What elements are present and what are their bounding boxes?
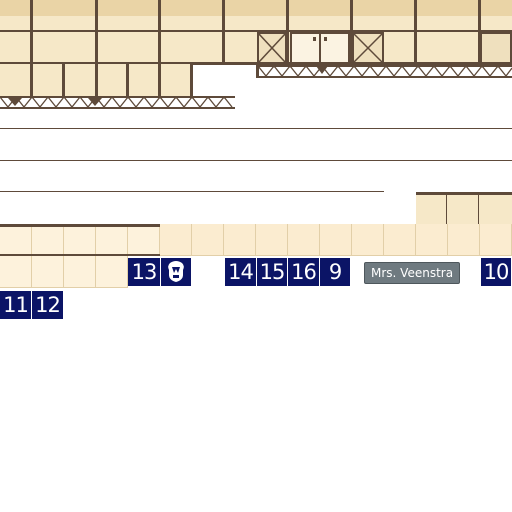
floor-tile: [224, 224, 256, 256]
crate: [352, 32, 384, 64]
floor-tile: [0, 227, 32, 256]
wall-post: [95, 0, 98, 64]
wall-post: [62, 64, 65, 96]
railing-bottom: [0, 107, 235, 109]
floor-tile: [0, 256, 32, 288]
wall-post: [222, 0, 225, 64]
wall-post: [126, 64, 129, 96]
railing-lattice: [0, 97, 233, 108]
railing-top: [256, 64, 512, 67]
railing-lattice: [258, 66, 512, 76]
top-wall: [0, 0, 512, 16]
tile-number-badge: 11: [0, 291, 31, 319]
floor-tile: [480, 224, 512, 256]
tile-number-badge: 14: [225, 258, 256, 286]
wall-post: [190, 64, 193, 96]
wall-post: [286, 0, 289, 64]
floor-tile: [128, 227, 160, 256]
floor-edge: [0, 224, 160, 227]
wall-post: [30, 0, 33, 64]
wall-post: [446, 192, 447, 224]
right-wall-block: [416, 192, 512, 224]
floor-tile: [32, 256, 64, 288]
tile-number-badge: 10: [481, 258, 511, 286]
floor-tile: [320, 224, 352, 256]
npc-name-tag[interactable]: Mrs. Veenstra: [364, 262, 461, 284]
cabinet: [480, 32, 512, 64]
floor-tile: [288, 224, 320, 256]
skull-crest-badge: [161, 258, 191, 286]
wall-post: [158, 64, 161, 96]
floor-tile: [96, 256, 128, 288]
tile-number-badge: 16: [288, 258, 319, 286]
floor-tile: [192, 224, 224, 256]
top-wall-lower: [0, 16, 512, 64]
grid-line: [0, 160, 512, 161]
grid-line: [0, 128, 512, 129]
railing-bottom: [256, 76, 512, 78]
wall-post: [414, 0, 417, 64]
railing-post: [256, 64, 259, 76]
floor-edge: [0, 254, 160, 256]
floor-tile: [64, 256, 96, 288]
floor-tile: [96, 227, 128, 256]
tile-number-badge: 12: [32, 291, 63, 319]
double-door[interactable]: [290, 32, 350, 64]
floor-tile: [416, 224, 448, 256]
wall-post: [350, 0, 353, 64]
tile-number-badge: 15: [257, 258, 287, 286]
wall-post: [95, 64, 98, 96]
wall-post: [478, 192, 479, 224]
tile-number-badge: 13: [128, 258, 160, 286]
wall-post: [30, 64, 33, 96]
crate: [257, 32, 287, 64]
wall-rail: [0, 30, 512, 32]
skull-crest-icon: [168, 261, 184, 282]
floor-tile: [448, 224, 480, 256]
floor-tile: [352, 224, 384, 256]
tile-number-badge: 9: [320, 258, 350, 286]
railing-top: [0, 96, 235, 98]
wall-rail: [0, 62, 512, 65]
floor-tile: [64, 227, 96, 256]
floor-tile: [160, 224, 192, 256]
floor-tile: [256, 224, 288, 256]
wall-post: [478, 0, 481, 64]
floor-tile: [32, 227, 64, 256]
grid-line: [0, 191, 384, 192]
floor-tile: [384, 224, 416, 256]
wall-post: [158, 0, 161, 64]
